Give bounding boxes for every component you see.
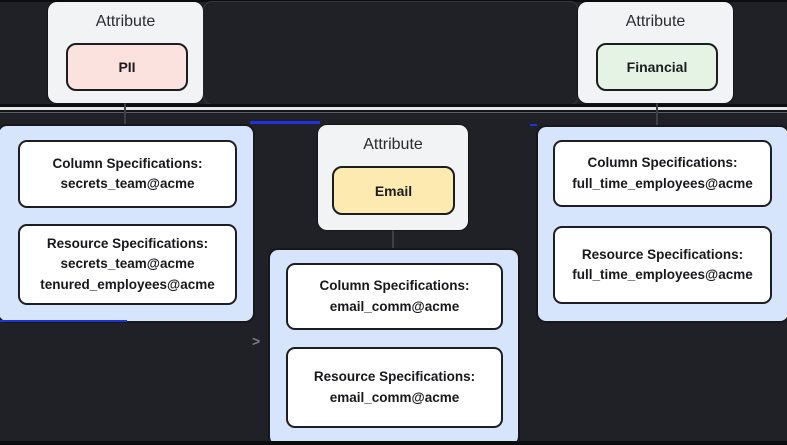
connector-pii-to-group [124,103,126,124]
blue-edge-segment [250,121,320,124]
spec-heading: Column Specifications: [52,155,203,171]
spec-heading: Resource Specifications: [581,246,744,262]
column-specifications-card: Column Specifications: full_time_employe… [553,140,772,207]
attribute-pill-email: Email [332,166,455,215]
separator-faint-line [0,112,787,113]
attribute-pill-pii: PII [66,43,188,91]
column-specifications-card: Column Specifications: email_comm@acme [286,263,503,330]
column-specifications-card: Column Specifications: secrets_team@acme [18,140,237,208]
attribute-pill-financial: Financial [596,43,718,91]
bottom-crop-bar [0,441,787,445]
background-panel [203,1,579,105]
attribute-node-title: Attribute [363,136,423,153]
blue-edge-segment [0,319,127,322]
spec-heading: Resource Specifications: [46,236,209,252]
spec-heading: Resource Specifications: [313,369,476,385]
spec-value: email_comm@acme [329,389,460,405]
separator-dark-line [0,104,787,107]
spec-value: email_comm@acme [329,298,460,314]
spec-group-full-time-employees: Column Specifications: full_time_employe… [536,125,787,323]
separator-light-line [0,106,787,110]
resource-specifications-card: Resource Specifications: secrets_team@ac… [18,224,237,305]
attribute-node-title: Attribute [625,13,686,30]
spec-value: secrets_team@acme [60,256,195,272]
spec-heading: Column Specifications: [319,278,470,294]
attribute-pill-label: Financial [626,59,688,75]
resource-specifications-card: Resource Specifications: full_time_emplo… [553,226,772,304]
attribute-pill-label: PII [118,59,136,75]
connector-financial-to-group [656,103,658,125]
spec-value: full_time_employees@acme [572,175,753,191]
spec-value: tenured_employees@acme [40,276,215,292]
attribute-node-title: Attribute [95,13,156,30]
separator-dark-line-2 [0,109,787,112]
connector-email-to-group [392,230,394,248]
chevron-right-icon[interactable]: > [252,333,261,349]
blue-edge-segment [530,123,537,126]
attribute-pill-label: Email [374,182,413,199]
resource-specifications-card: Resource Specifications: email_comm@acme [286,347,503,428]
attribute-node-financial: Attribute Financial [578,2,733,103]
spec-value: full_time_employees@acme [572,267,753,282]
spec-group-secrets-team: Column Specifications: secrets_team@acme… [0,124,255,323]
spec-heading: Column Specifications: [587,155,738,171]
spec-value: secrets_team@acme [60,176,195,191]
attribute-node-pii: Attribute PII [48,2,203,103]
spec-group-email-comm: Column Specifications: email_comm@acme R… [268,248,520,445]
attribute-node-email: Attribute Email [318,125,468,230]
